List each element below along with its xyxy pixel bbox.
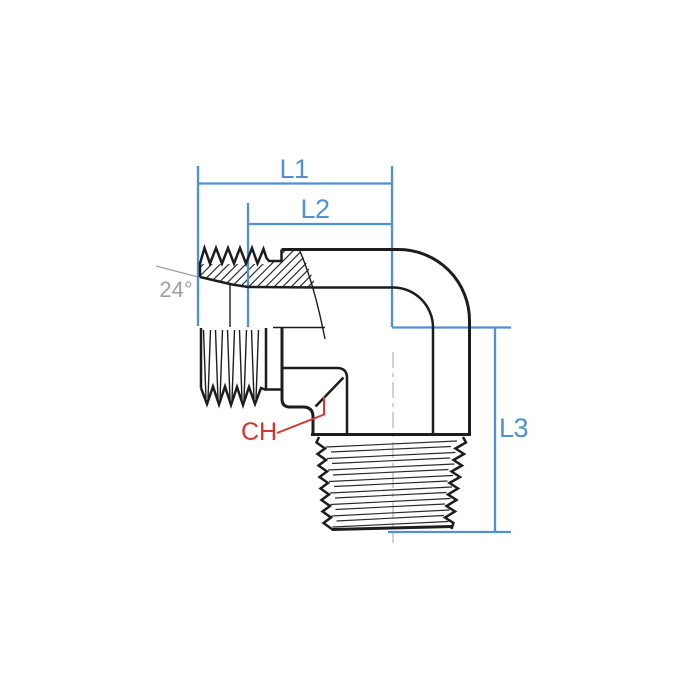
cone-seat-slope-line [199,275,317,289]
hatch-region [200,249,316,287]
section-hatching [200,249,316,287]
chamfer-label: CH [241,418,277,446]
angle-leader-line [155,265,201,279]
npt-right-zigzag [442,436,468,530]
npt-crest-lines [325,440,458,528]
cone-angle-label: 24° [159,277,192,302]
labels: L1 L2 L3 24° CH [159,154,528,446]
left-thread-end-shoulder [264,328,282,391]
l2-dimension-label: L2 [300,194,329,224]
left-thread-bottom-zigzag [199,382,267,410]
npt-left-zigzag [314,436,334,531]
chamfer-edge-line [314,376,345,408]
body-top-and-outer-bend [281,247,471,434]
l3-dimension-label: L3 [499,413,528,443]
npt-bottom-face-line [331,525,453,531]
fitting-outline [198,243,471,531]
npt-thread [314,436,468,531]
top-thread-zigzag [198,243,283,268]
body-inner-contour [282,366,349,434]
body-left-face-and-foot [280,327,315,434]
l1-dimension-label: L1 [279,154,308,184]
dimension-lines [196,166,511,534]
inner-bore-and-inner-bend [316,286,435,434]
chamfer-leader-line [276,396,325,434]
left-thread-flank-lines [202,329,260,401]
